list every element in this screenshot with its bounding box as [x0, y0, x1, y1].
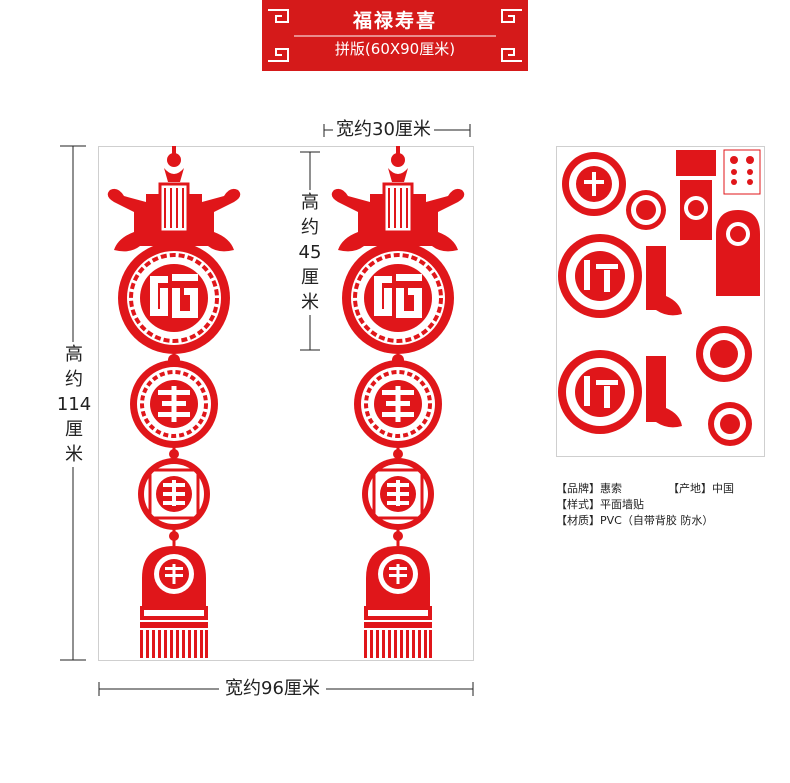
- product-panel: [98, 146, 474, 661]
- banner-title: 福禄寿喜: [352, 10, 437, 32]
- banner-subtitle: 拼版(60X90厘米): [334, 40, 456, 58]
- origin-info: 【产地】中国: [668, 482, 734, 495]
- bottom-width-label: 宽约96厘米: [219, 680, 326, 698]
- material-info: 【材质】PVC（自带背胶 防水）: [556, 514, 714, 527]
- brand-info: 【品牌】惠索: [556, 482, 622, 495]
- style-info: 【样式】平面墙贴: [556, 498, 644, 511]
- inner-height-label: 高 约 45 厘 米: [294, 190, 326, 315]
- left-height-label: 高 约 114 厘 米: [56, 342, 92, 467]
- top-width-label: 宽约30厘米: [333, 121, 434, 139]
- title-banner: [262, 0, 528, 71]
- sheet-layout-pieces: [558, 149, 761, 446]
